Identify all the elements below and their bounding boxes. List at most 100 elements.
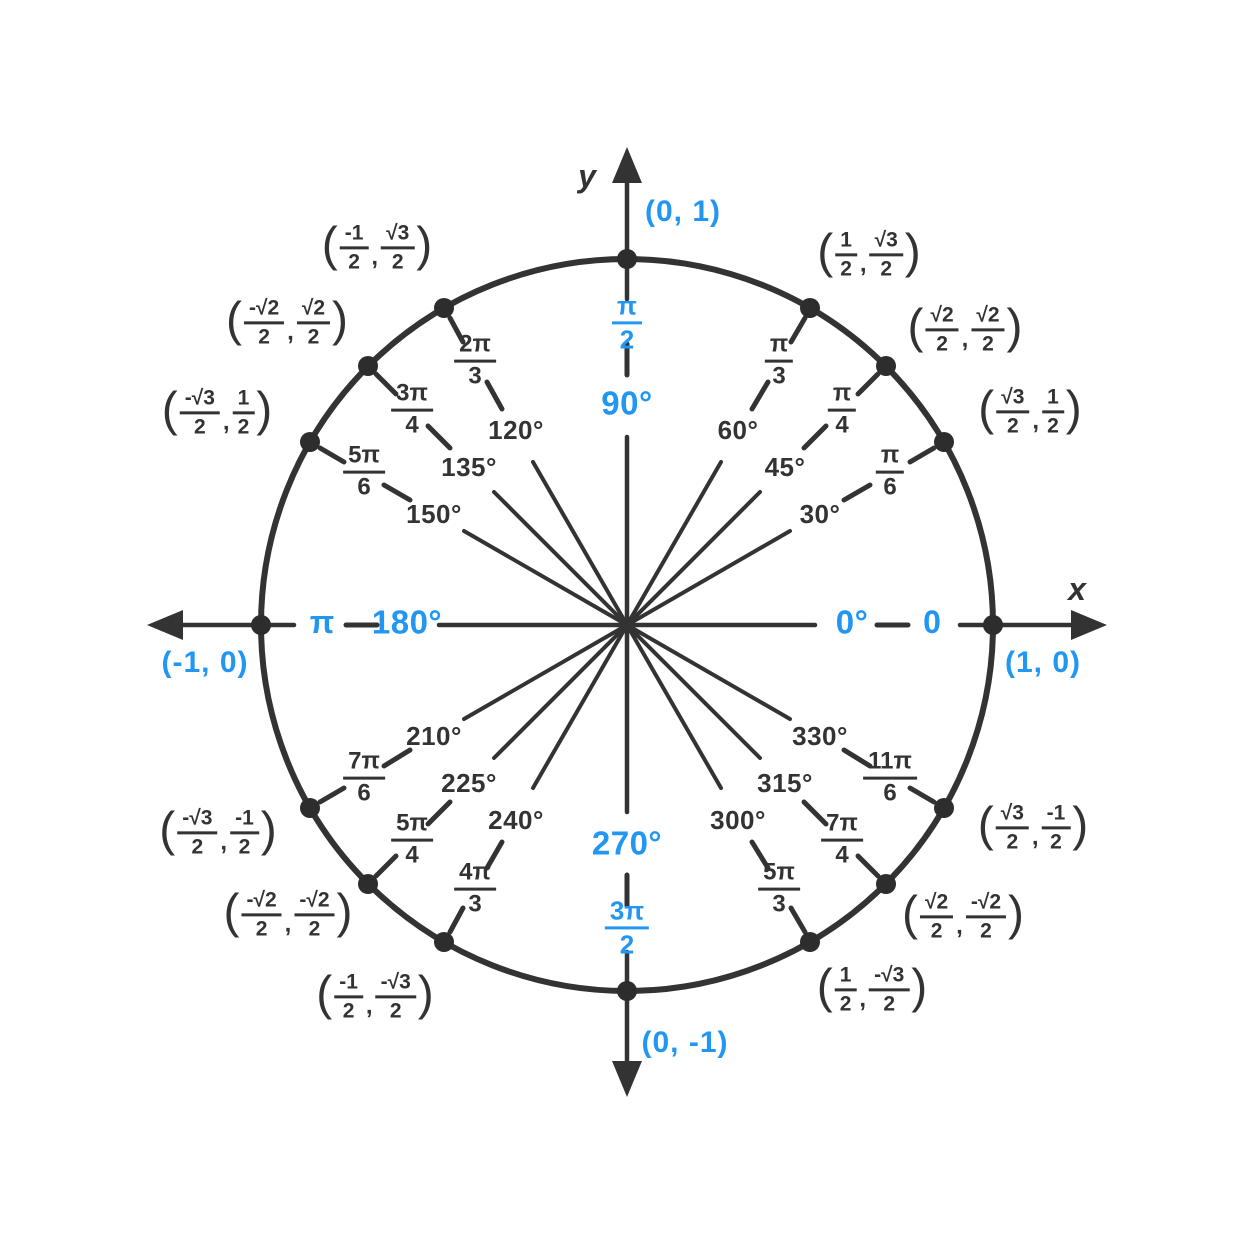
radian-numerator: 7π — [821, 810, 863, 842]
open-paren: ( — [901, 887, 918, 941]
dash-135-inner — [425, 423, 453, 451]
radial-line-225 — [492, 623, 629, 760]
y-numerator: √2 — [296, 296, 331, 325]
y-numerator: -√3 — [375, 970, 416, 999]
radian-label-300: 5π 3 — [758, 859, 800, 919]
dash-60-inner — [749, 379, 771, 412]
degree-label-90: 90° — [601, 384, 653, 422]
radian-denominator: 2 — [619, 324, 635, 355]
dash-120-inner — [484, 379, 505, 412]
y-denominator: 2 — [307, 325, 320, 349]
point-150 — [300, 432, 320, 452]
degree-label-240: 240° — [488, 805, 544, 835]
y-denominator: 2 — [1047, 414, 1059, 438]
open-paren: ( — [223, 885, 240, 939]
circle-points — [251, 249, 1003, 1001]
degree-label-135: 135° — [441, 452, 497, 482]
y-denominator: 2 — [237, 415, 250, 439]
radian-label-90: π 2 — [612, 291, 642, 354]
comma: , — [287, 318, 294, 345]
close-paren: ) — [1006, 300, 1023, 354]
radian-numerator: 3π — [604, 896, 650, 930]
radian-label-240: 4π 3 — [454, 859, 496, 919]
radial-line-135 — [492, 490, 629, 627]
axis-arrowheads — [147, 147, 1107, 1097]
y-numerator: √2 — [971, 303, 1005, 332]
radian-numerator: π — [827, 380, 857, 412]
point-135 — [358, 356, 378, 376]
x-denominator: 2 — [255, 917, 268, 941]
radian-denominator: 6 — [357, 779, 371, 807]
dash-240-outer — [447, 905, 466, 935]
radian-numerator: 4π — [454, 859, 496, 891]
open-paren: ( — [817, 225, 834, 279]
comma: , — [1031, 823, 1039, 850]
dash-330-inner — [841, 747, 873, 769]
radial-line-45 — [625, 490, 762, 627]
y-numerator: -√2 — [294, 888, 335, 917]
x-numerator: 1 — [834, 963, 857, 992]
y-numerator: -√3 — [869, 963, 910, 992]
point-330 — [934, 798, 954, 818]
point-210 — [300, 798, 320, 818]
x-numerator: -√2 — [241, 888, 282, 917]
comma: , — [220, 828, 228, 855]
dash-ticks — [317, 315, 937, 935]
dash-240-inner — [484, 839, 505, 871]
radial-line-315 — [625, 623, 762, 760]
dash-150-inner — [381, 482, 413, 503]
radian-denominator: 4 — [405, 411, 419, 439]
x-denominator: 2 — [191, 835, 204, 859]
x-axis-right-arrow — [1071, 610, 1107, 640]
x-numerator: √2 — [925, 303, 959, 332]
radian-label-270: 3π 2 — [604, 896, 650, 959]
x-denominator: 2 — [840, 257, 852, 281]
radian-numerator: π — [875, 442, 905, 474]
close-paren: ) — [1072, 798, 1089, 852]
close-paren: ) — [260, 803, 277, 857]
x-denominator: 2 — [342, 999, 355, 1023]
radial-line-150 — [462, 529, 629, 627]
radian-numerator: 3π — [391, 380, 433, 412]
radian-label-60: π 3 — [764, 331, 794, 391]
dash-30-outer — [907, 445, 937, 465]
radian-numerator: 5π — [391, 810, 433, 842]
point-270 — [617, 981, 637, 1001]
close-paren: ) — [904, 225, 921, 279]
degree-label-0: 0° — [835, 603, 869, 641]
point-45 — [876, 356, 896, 376]
y-denominator: 2 — [238, 835, 251, 859]
open-paren: ( — [977, 798, 994, 852]
dash-315-inner — [801, 799, 829, 827]
radian-denominator: 3 — [468, 890, 482, 918]
radial-lines — [462, 460, 792, 790]
point-30 — [934, 432, 954, 452]
dash-30-inner — [841, 482, 873, 503]
degree-label-150: 150° — [406, 499, 462, 529]
radian-denominator: 6 — [357, 473, 371, 501]
y-denominator: 2 — [982, 332, 994, 356]
x-numerator: √3 — [995, 801, 1029, 830]
dash-330-outer — [907, 785, 937, 805]
radian-label-225: 5π 4 — [391, 810, 433, 870]
radial-line-210 — [462, 623, 629, 721]
degree-label-225: 225° — [441, 768, 497, 798]
x-numerator: 1 — [835, 228, 857, 257]
degree-label-120: 120° — [488, 415, 544, 445]
point-120 — [434, 298, 454, 318]
open-paren: ( — [316, 967, 333, 1021]
radian-denominator: 4 — [835, 841, 849, 869]
x-numerator: -√2 — [243, 296, 285, 325]
